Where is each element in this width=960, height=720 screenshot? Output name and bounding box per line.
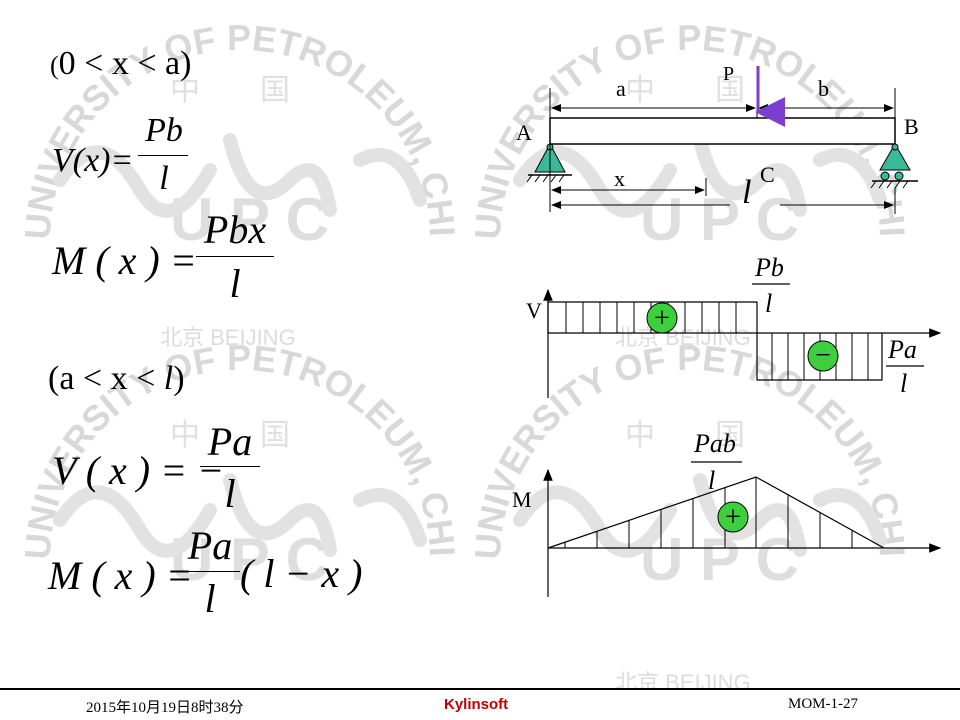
label-point-c: C bbox=[760, 162, 775, 187]
watermark-chinese-char: 国 bbox=[260, 74, 290, 107]
moment-eq-1-lhs: M ( x ) = bbox=[52, 238, 197, 283]
negative-sign-badge bbox=[807, 340, 839, 372]
label-support-b: B bbox=[904, 114, 919, 139]
case-2-close: ) bbox=[173, 360, 185, 397]
watermark-city-text: 北京 BEIJING bbox=[615, 670, 751, 690]
shear-eq-2-fraction-bar bbox=[200, 466, 260, 467]
label-support-a: A bbox=[516, 120, 532, 145]
moment-max-numerator: Pab bbox=[693, 429, 736, 458]
beam-diagrams: a b P A B bbox=[512, 63, 942, 597]
watermark-chinese-char: 中 bbox=[170, 419, 200, 452]
support-b bbox=[870, 142, 918, 189]
watermark-city-text: 北京 BEIJING bbox=[615, 325, 751, 350]
shear-axis-label: V bbox=[526, 298, 542, 323]
footer-brand: Kylinsoft bbox=[444, 696, 509, 713]
moment-triangle bbox=[547, 476, 885, 549]
moment-eq-1-numerator: Pbx bbox=[203, 207, 267, 252]
moment-positive-sign-badge bbox=[717, 501, 749, 533]
case-1-range: (0 < x < a) bbox=[50, 45, 191, 83]
formula-panel: (0 < x < a) V(x)= Pb l M ( x ) = Pbx l (… bbox=[0, 0, 460, 690]
case-2-length: l bbox=[163, 360, 174, 397]
label-a: a bbox=[616, 76, 626, 101]
watermark-chinese-char: 中 bbox=[625, 74, 655, 107]
shear-positive-region bbox=[547, 301, 758, 333]
case-2-text: (a < x < bbox=[48, 360, 164, 397]
shear-eq-1-fraction-bar bbox=[138, 155, 188, 156]
moment-eq-2-denominator: l bbox=[204, 576, 216, 621]
label-force: P bbox=[723, 63, 734, 85]
watermark-center-text: U P C bbox=[640, 186, 799, 253]
shear-min-numerator: Pa bbox=[887, 335, 917, 364]
moment-eq-2-lhs: M ( x ) = bbox=[48, 553, 193, 598]
watermark-center-text: U P C bbox=[640, 526, 799, 593]
label-b: b bbox=[818, 76, 829, 101]
moment-diagram: M + Pab l bbox=[512, 429, 942, 597]
case-1-text: 0 < x < a) bbox=[58, 45, 192, 82]
moment-eq-2-numerator: Pa bbox=[187, 523, 233, 568]
positive-sign: + bbox=[654, 303, 670, 334]
moment-axis-label: M bbox=[512, 487, 532, 512]
footer-date: 2015年10月19日8时38分 bbox=[86, 700, 244, 716]
beam: a b P A B bbox=[516, 63, 919, 214]
moment-max-denominator: l bbox=[708, 466, 715, 495]
label-x: x bbox=[614, 166, 625, 191]
positive-sign-badge bbox=[646, 302, 678, 334]
watermark-calligraphy bbox=[53, 133, 887, 558]
footer-page: MOM-1-27 bbox=[788, 696, 858, 712]
moment-eq-1-fraction-bar bbox=[196, 256, 274, 257]
watermark-chinese-char: 国 bbox=[715, 419, 745, 452]
watermark-chinese-char: 国 bbox=[260, 419, 290, 452]
moment-eq-1-denominator: l bbox=[229, 261, 241, 306]
shear-diagram: V + − Pb l Pa l bbox=[526, 253, 942, 398]
label-length: l bbox=[742, 174, 751, 211]
shear-min-denominator: l bbox=[900, 369, 907, 398]
moment-eq-2-fraction-bar bbox=[180, 571, 240, 572]
moment-positive-sign: + bbox=[725, 502, 741, 533]
shear-eq-2-lhs: V ( x ) = − bbox=[52, 448, 225, 493]
beam-body bbox=[549, 117, 896, 145]
moment-eq-2-factor: ( l − x ) bbox=[240, 551, 363, 596]
shear-max-denominator: l bbox=[765, 289, 772, 318]
watermark-chinese-char: 中 bbox=[170, 74, 200, 107]
shear-eq-1-denominator: l bbox=[159, 160, 169, 197]
shear-eq-2-denominator: l bbox=[224, 471, 236, 516]
watermark-chinese-char: 中 bbox=[625, 419, 655, 452]
shear-eq-1-lhs: V(x)= bbox=[52, 142, 134, 179]
case-2-range: (a < x < l) bbox=[48, 360, 185, 398]
shear-max-numerator: Pb bbox=[754, 253, 784, 282]
footer-rule bbox=[0, 688, 960, 690]
watermark-chinese-char: 国 bbox=[715, 74, 745, 107]
shear-eq-2-numerator: Pa bbox=[207, 419, 253, 464]
shear-eq-1-numerator: Pb bbox=[145, 112, 183, 149]
case-1-open-paren: ( bbox=[50, 51, 59, 80]
negative-sign: − bbox=[815, 340, 831, 371]
watermark-city-text: 北京 BEIJING bbox=[160, 325, 296, 350]
